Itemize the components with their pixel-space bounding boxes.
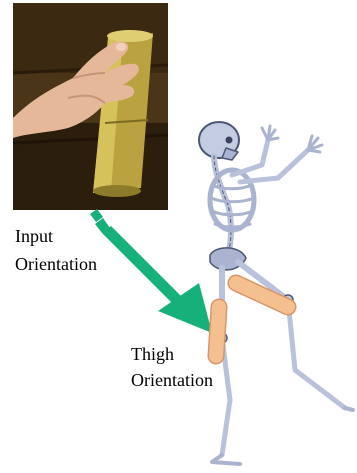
thigh-cylinder-support-icon [216, 307, 219, 356]
arrow-icon [90, 209, 212, 333]
thigh-cylinder-raised-icon [236, 283, 288, 307]
